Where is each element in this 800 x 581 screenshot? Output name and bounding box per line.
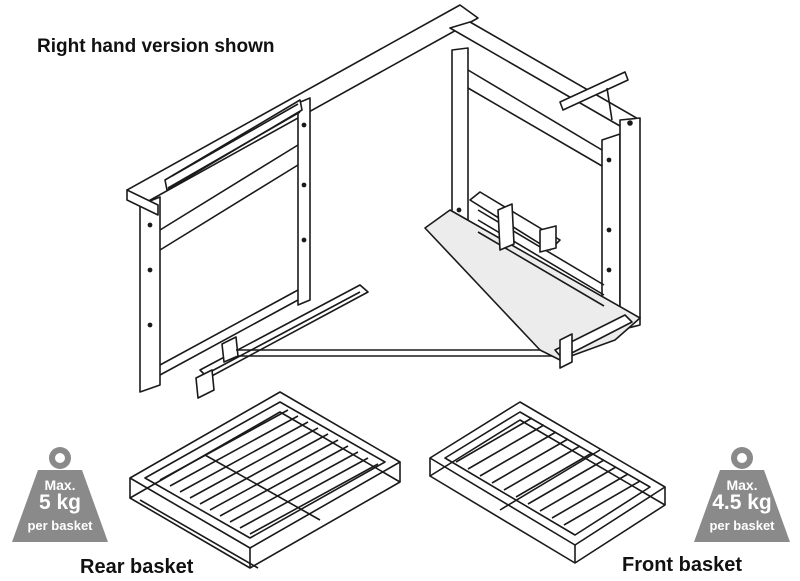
- front-weight-unit: per basket: [709, 518, 775, 533]
- weight-icon: [12, 447, 108, 542]
- front-weight-max-label: Max.: [726, 477, 758, 493]
- front-weight-badge: Max. 4.5 kg per basket: [690, 442, 794, 546]
- rear-basket: [129, 391, 401, 569]
- rear-weight-unit: per basket: [27, 518, 93, 533]
- right-frame: [424, 21, 641, 369]
- rear-weight-max-label: Max.: [44, 477, 76, 493]
- front-basket-caption: Front basket: [622, 554, 743, 576]
- diagram-title: Right hand version shown: [37, 36, 275, 57]
- rear-basket-caption: Rear basket: [80, 556, 194, 578]
- front-basket: [429, 401, 666, 564]
- front-weight-value: 4.5 kg: [712, 491, 772, 514]
- left-frame: [126, 4, 560, 399]
- rear-weight-value: 5 kg: [38, 491, 82, 514]
- rear-weight-badge: Max. 5 kg per basket: [8, 442, 112, 546]
- weight-icon: [694, 447, 790, 542]
